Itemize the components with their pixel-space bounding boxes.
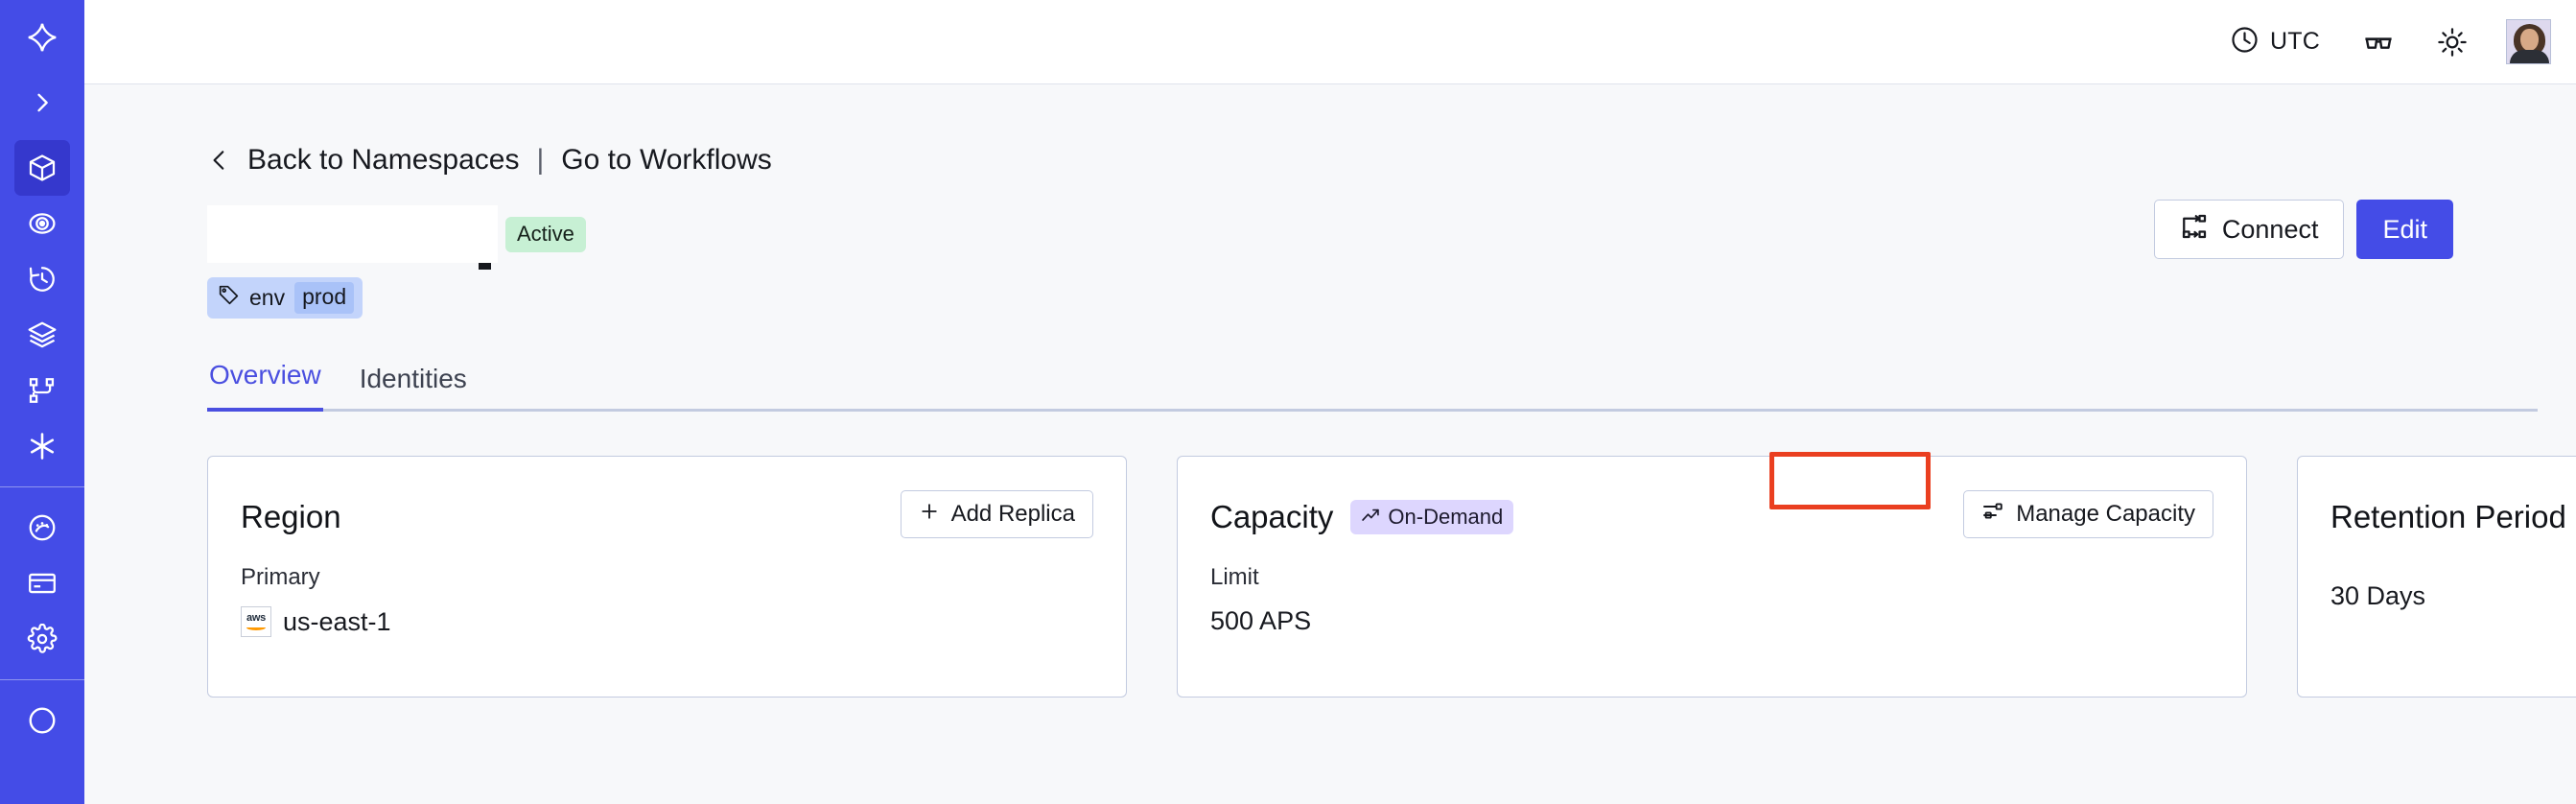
sidebar-item-nexus[interactable] [14, 418, 70, 474]
sun-icon[interactable] [2437, 27, 2468, 58]
user-avatar[interactable] [2506, 19, 2551, 64]
clock-icon [2230, 25, 2260, 59]
capacity-mode-label: On-Demand [1388, 505, 1504, 529]
sidebar-item-help[interactable] [14, 693, 70, 748]
retention-value: 30 Days [2330, 581, 2426, 610]
breadcrumb-separator: | [536, 144, 545, 176]
expand-sidebar-icon[interactable] [14, 75, 70, 130]
sidebar-item-workflows[interactable] [14, 363, 70, 418]
tag-row: env prod [207, 277, 2453, 319]
timezone-selector[interactable]: UTC [2230, 25, 2320, 59]
temporal-logo-icon[interactable] [14, 10, 70, 65]
primary-sidebar [0, 0, 84, 804]
region-value: us-east-1 [283, 606, 391, 636]
add-replica-button[interactable]: Add Replica [900, 490, 1093, 538]
capacity-value: 500 APS [1210, 606, 1312, 635]
trending-up-icon [1361, 506, 1380, 529]
content-area: Back to Namespaces | Go to Workflows Act… [84, 84, 2576, 804]
breadcrumb: Back to Namespaces | Go to Workflows [207, 144, 2453, 177]
add-replica-label: Add Replica [950, 501, 1075, 527]
capacity-card: Capacity On-Demand [1177, 456, 2247, 698]
title-artifact-mark [479, 263, 491, 270]
connect-icon [2180, 212, 2209, 248]
sliders-icon [1981, 500, 2004, 530]
main-column: UTC [84, 0, 2576, 804]
namespace-tag[interactable]: env prod [207, 277, 363, 319]
sidebar-item-settings[interactable] [14, 611, 70, 667]
timezone-label: UTC [2270, 28, 2320, 55]
sidebar-item-namespaces[interactable] [14, 140, 70, 196]
manage-capacity-label: Manage Capacity [2016, 501, 2195, 527]
sidebar-divider [0, 486, 84, 487]
retention-card: Retention Period 30 Days [2297, 456, 2576, 698]
aws-logo-icon: aws [241, 606, 271, 637]
edit-label: Edit [2382, 214, 2427, 244]
avatar-face [2520, 29, 2539, 51]
sidebar-item-usage[interactable] [14, 500, 70, 556]
tab-bar: Overview Identities [207, 357, 2538, 412]
tag-value: prod [294, 282, 355, 314]
connect-button[interactable]: Connect [2153, 200, 2345, 259]
back-to-namespaces-link[interactable]: Back to Namespaces [247, 144, 520, 176]
tag-icon [218, 284, 240, 312]
region-card-title: Region [241, 499, 341, 534]
sidebar-divider-bottom [0, 679, 84, 680]
connect-label: Connect [2221, 214, 2319, 244]
capacity-card-head: Capacity On-Demand [1210, 487, 2213, 547]
avatar-body [2510, 50, 2549, 63]
plus-icon [919, 501, 940, 529]
tag-key: env [249, 285, 286, 310]
capacity-card-title: Capacity [1210, 499, 1334, 534]
namespace-title-redacted [207, 205, 498, 263]
sidebar-item-history[interactable] [14, 251, 70, 307]
manage-capacity-button[interactable]: Manage Capacity [1963, 490, 2213, 538]
region-value-row: aws us-east-1 [241, 606, 1093, 637]
sidebar-item-layers[interactable] [14, 307, 70, 363]
chevron-left-icon[interactable] [207, 145, 232, 176]
namespace-header: Active [207, 200, 2453, 270]
sidebar-item-observability[interactable] [14, 196, 70, 251]
top-bar: UTC [84, 0, 2576, 84]
tab-overview[interactable]: Overview [207, 360, 323, 412]
status-badge: Active [505, 216, 586, 252]
tab-identities[interactable]: Identities [359, 364, 467, 393]
glasses-icon[interactable] [2362, 26, 2395, 59]
retention-card-title: Retention Period [2330, 499, 2566, 534]
go-to-workflows-link[interactable]: Go to Workflows [561, 144, 772, 176]
edit-button[interactable]: Edit [2356, 200, 2453, 259]
region-card: Region Add Replica Primary aws [207, 456, 1127, 698]
sidebar-item-billing[interactable] [14, 556, 70, 611]
header-actions: Connect Edit [2153, 200, 2453, 259]
region-card-head: Region [241, 487, 1093, 547]
capacity-limit-label: Limit [1210, 564, 1259, 590]
overview-cards: Region Add Replica Primary aws [207, 456, 2576, 698]
capacity-mode-badge: On-Demand [1350, 500, 1514, 534]
retention-card-head: Retention Period [2330, 487, 2576, 547]
region-primary-label: Primary [241, 564, 320, 590]
